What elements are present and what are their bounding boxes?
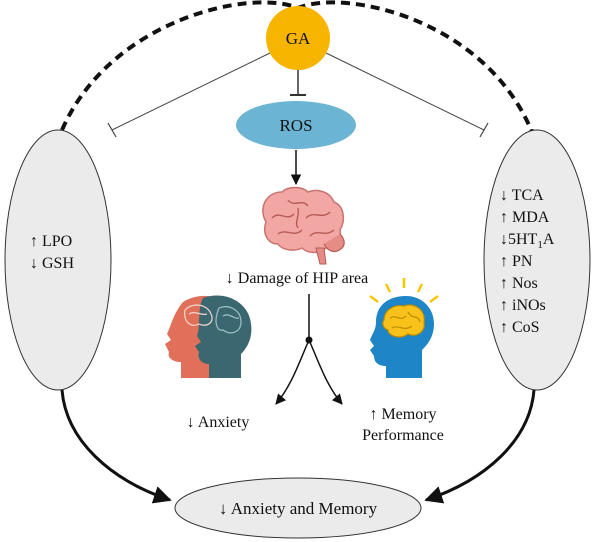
inhibit-line-right [323,51,485,131]
branch-left-arrow [275,339,310,405]
right-oval-line-7: ↑ CoS [500,319,540,336]
anxiety-label: ↓ Anxiety [187,414,250,431]
right-oval-line-4: ↑ PN [500,253,533,270]
right-oval-line-6: ↑ iNOs [500,297,546,314]
ros-label: ROS [279,116,312,135]
anxious-heads-icon [165,295,252,378]
right-to-bottom-arrow [424,389,536,504]
right-oval [483,129,591,391]
receptor-tail: A [543,231,555,248]
left-oval [4,129,112,391]
branch-right-arrow [308,339,343,405]
inhibit-bar-right [479,122,489,138]
bottom-oval [174,477,422,539]
right-oval-line-5: ↑ Nos [500,275,538,292]
ros-node [236,101,356,149]
inhibit-line-left [111,51,273,131]
ga-label: GA [286,29,311,48]
brain-icon [262,186,345,265]
damage-label: ↓ Damage of HIP area [226,270,368,287]
left-to-bottom-arrow [60,389,172,504]
right-oval-line-1: ↓ TCA [500,187,544,204]
ga-node [266,6,330,70]
bottom-oval-label: ↓ Anxiety and Memory [219,499,378,518]
receptor-sub: 1 [537,239,543,251]
inhibit-bar-left [107,122,117,138]
left-oval-line-2: ↓ GSH [30,255,74,272]
right-oval-line-3: ↓5HT1A [500,231,555,251]
brain-memory-head-icon [369,278,439,378]
memory-label-line1: ↑ Memory [369,406,436,423]
receptor-main: ↓5HT [500,231,538,248]
left-oval-line-1: ↑ LPO [30,233,72,250]
memory-label-line2: Performance [362,427,444,444]
right-oval-line-2: ↑ MDA [500,209,550,226]
